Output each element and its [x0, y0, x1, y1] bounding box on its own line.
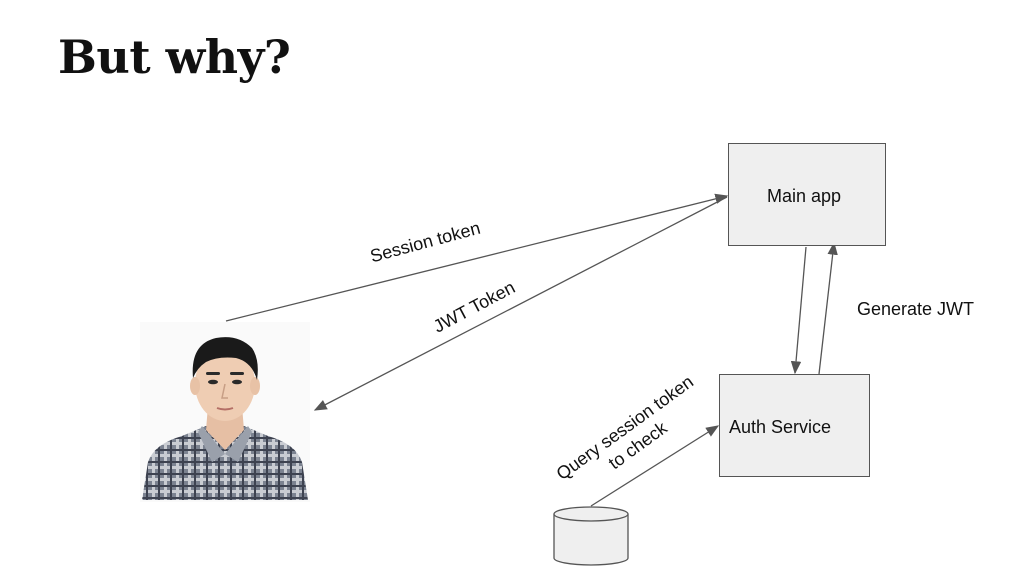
main-to-auth-arrow — [790, 246, 807, 375]
generate-jwt-label: Generate JWT — [857, 299, 975, 319]
user-photo — [140, 322, 310, 502]
main-app-label: Main app — [767, 186, 842, 206]
main-app-node: Main app — [728, 143, 886, 246]
database-icon — [553, 506, 629, 566]
jwt-token-arrow — [313, 196, 728, 411]
auth-service-label: Auth Service — [729, 417, 832, 437]
generate-jwt-arrow — [818, 241, 838, 375]
session-token-arrow — [225, 193, 729, 322]
auth-service-node: Auth Service — [719, 374, 870, 477]
query-session-arrow — [590, 425, 720, 507]
slide-title: But why? — [58, 30, 291, 84]
